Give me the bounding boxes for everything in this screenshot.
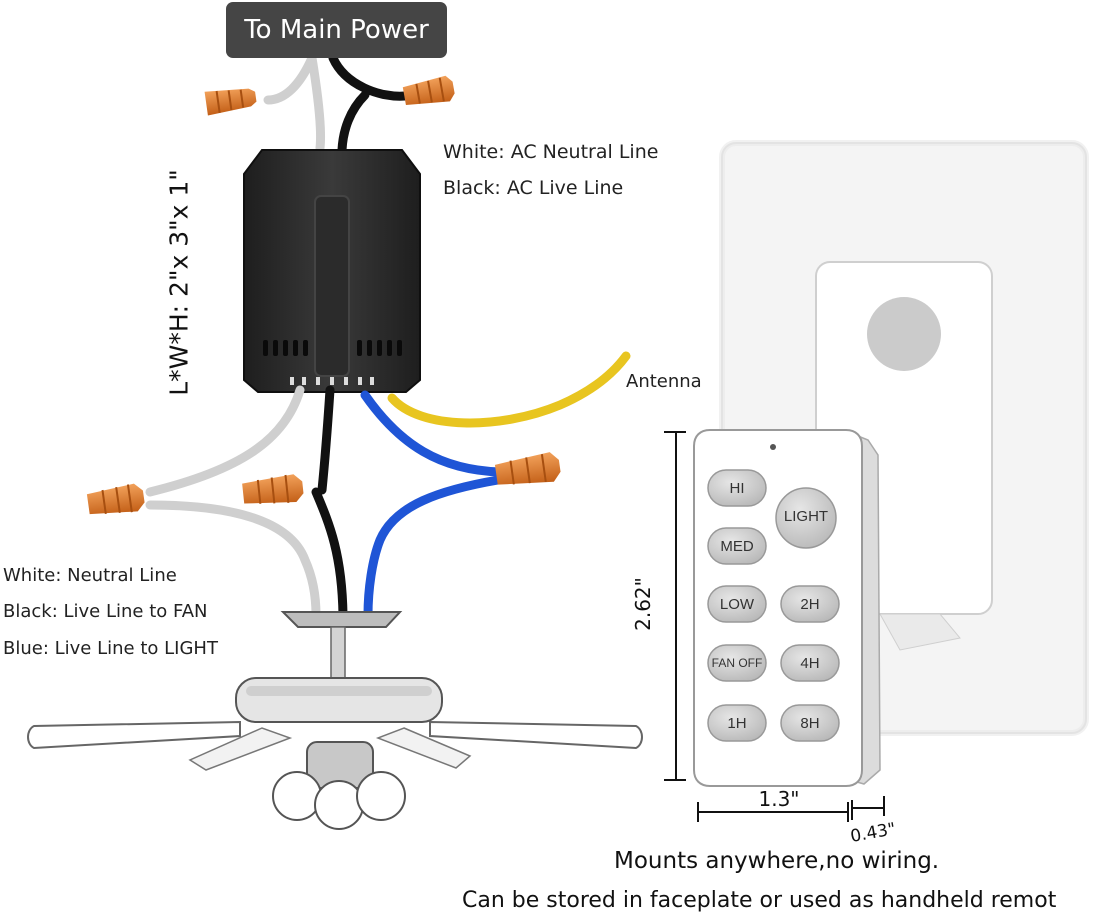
fan-motor-housing [235, 677, 443, 723]
button-8h[interactable]: 8H [780, 704, 840, 742]
wire-nut-black [242, 474, 304, 504]
button-2h[interactable]: 2H [780, 585, 840, 623]
button-8h-label: 8H [800, 715, 819, 732]
wire-nut-top-left [204, 88, 257, 116]
black-output-wire [311, 385, 348, 620]
button-1h[interactable]: 1H [707, 704, 767, 742]
remote-depth-label: 0.43" [849, 819, 897, 847]
bulb-3 [356, 771, 406, 821]
fan-downrod [330, 626, 346, 680]
output-black-wire-label: Black: Live Line to FAN [3, 601, 208, 622]
button-hi-label: HI [730, 480, 745, 497]
remote-buttons: HI LIGHT MED LOW 2H FAN OFF [707, 469, 840, 742]
button-4h-label: 4H [800, 655, 819, 672]
fan-blade-back-right [375, 727, 472, 769]
fan-blade-back-left [188, 727, 293, 771]
button-light[interactable]: LIGHT [775, 487, 837, 549]
caption-main: Mounts anywhere,no wiring. [614, 848, 940, 874]
remote-dimension-lines [664, 431, 885, 822]
blue-output-wire [360, 390, 505, 620]
wire-nut-white [86, 483, 145, 515]
ceiling-fan [27, 611, 643, 830]
button-light-label: LIGHT [784, 508, 828, 525]
button-med[interactable]: MED [707, 527, 767, 565]
output-blue-wire-label: Blue: Live Line to LIGHT [3, 638, 218, 659]
button-1h-label: 1H [727, 715, 746, 732]
button-low[interactable]: LOW [707, 585, 767, 623]
top-black-wire [328, 53, 410, 155]
button-fan-off-label: FAN OFF [712, 656, 763, 670]
receiver-dimensions-label: L*W*H: 2"x 3"x 1" [164, 169, 194, 396]
button-hi[interactable]: HI [707, 469, 767, 507]
button-4h[interactable]: 4H [780, 644, 840, 682]
output-white-wire-label: White: Neutral Line [3, 565, 177, 586]
antenna-label: Antenna [626, 371, 702, 392]
receiver-box [243, 149, 421, 393]
remote-width-label: 1.3" [758, 787, 799, 811]
input-black-wire-label: Black: AC Live Line [443, 177, 624, 199]
button-med-label: MED [720, 538, 754, 555]
faceplate-magnet [867, 297, 941, 371]
white-output-wire [145, 385, 321, 620]
button-low-label: LOW [720, 596, 755, 613]
output-wires [86, 351, 631, 620]
input-white-wire-label: White: AC Neutral Line [443, 141, 659, 163]
antenna-wire [387, 351, 631, 428]
wire-nut-blue [494, 452, 561, 485]
button-2h-label: 2H [800, 596, 819, 613]
button-fan-off[interactable]: FAN OFF [707, 644, 767, 682]
bulb-2 [314, 780, 364, 830]
caption-sub: Can be stored in faceplate or used as ha… [462, 888, 1057, 913]
fan-blade-right [429, 720, 643, 750]
top-white-wire [263, 53, 326, 153]
wire-nut-top-right [402, 75, 455, 106]
main-power-label: To Main Power [226, 2, 447, 58]
fan-canopy [280, 611, 403, 628]
bulb-1 [272, 771, 322, 821]
remote-height-label: 2.62" [631, 577, 655, 631]
input-wires [204, 53, 455, 155]
fan-blade-left [27, 720, 241, 750]
